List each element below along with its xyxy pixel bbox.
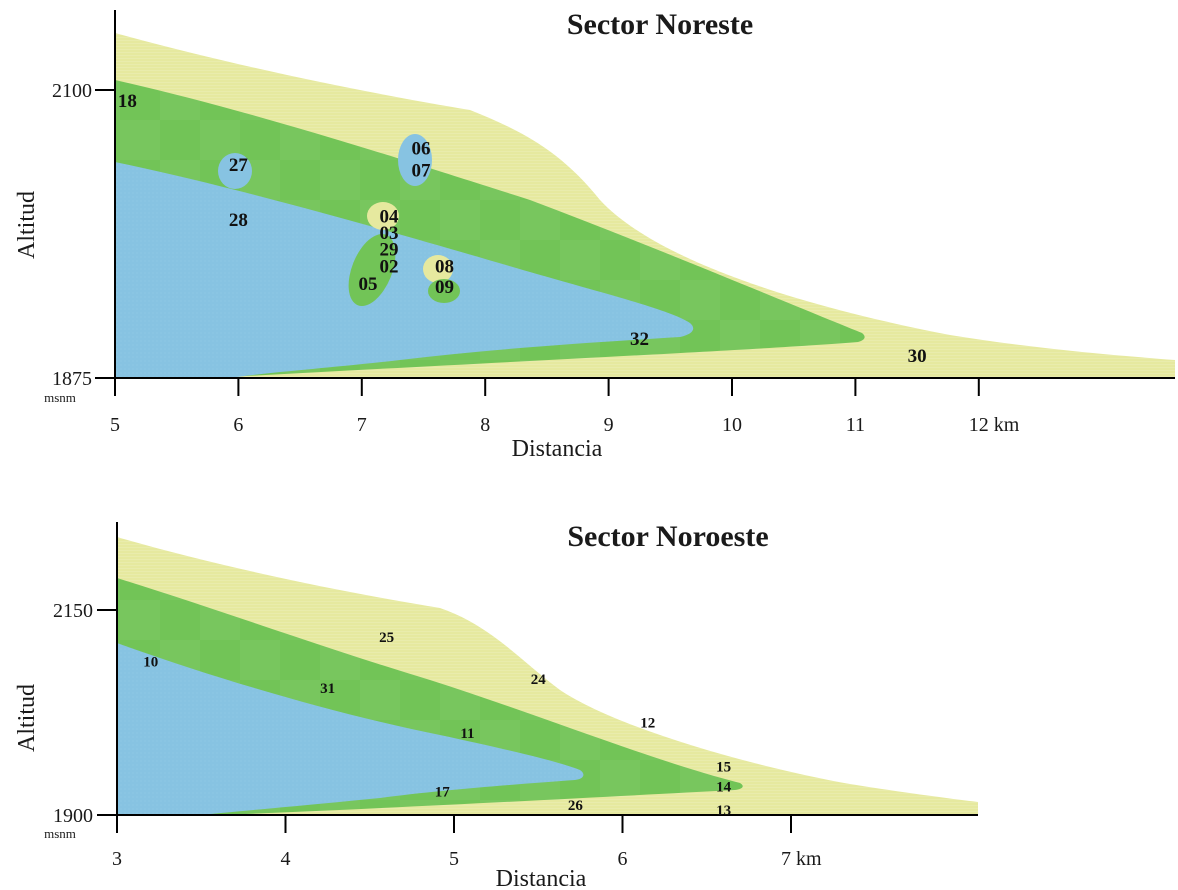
x-tick-label: 10 (722, 414, 742, 436)
yellow-lens-08 (423, 255, 453, 283)
site-label-02: 02 (379, 256, 398, 277)
site-label-15: 15 (716, 760, 731, 776)
x-tick-label: 6 (618, 848, 628, 870)
blue-lens-06-07 (398, 134, 432, 186)
x-tick-label: 8 (480, 414, 490, 436)
site-label-14: 14 (716, 779, 732, 795)
panel-sector-noroeste: Sector Noroeste Altitud Distancia 2150 1… (14, 520, 978, 890)
site-label-25: 25 (379, 630, 394, 646)
x-tick-marks (114, 378, 980, 396)
panel-title: Sector Noreste (567, 8, 753, 41)
y-tick-label-2150: 2150 (53, 600, 93, 622)
y-tick-label-2100: 2100 (52, 80, 92, 102)
site-label-24: 24 (531, 672, 547, 688)
y-unit-label: msnm (44, 826, 76, 841)
x-tick-label: 5 (110, 414, 120, 436)
panel-title: Sector Noroeste (567, 520, 768, 553)
site-label-05: 05 (358, 274, 377, 295)
site-label-29: 29 (379, 240, 398, 261)
x-tick-label: 4 (281, 848, 291, 870)
lower-zone-texture (117, 643, 584, 815)
x-axis-title: Distancia (496, 866, 587, 890)
y-tick-label-1875: 1875 (52, 368, 92, 390)
x-tick-label: 5 (449, 848, 459, 870)
green-lens-09 (428, 279, 460, 303)
x-tick-labels: 3 4 5 6 7 km (112, 848, 822, 870)
site-label-31: 31 (320, 681, 335, 697)
site-label-26: 26 (568, 798, 584, 814)
site-label-04: 04 (379, 206, 399, 227)
site-label-13: 13 (716, 803, 731, 819)
yellow-lens-04 (367, 202, 399, 230)
site-label-30: 30 (908, 346, 927, 367)
y-axis-title: Altitud (14, 684, 40, 752)
green-lens-02-05 (348, 233, 396, 307)
x-tick-label: 7 (357, 414, 367, 436)
lower-zone-texture (115, 162, 694, 378)
panel-sector-noreste: Sector Noreste Altitud Distancia 2100 18… (14, 8, 1175, 462)
site-label-27: 27 (229, 155, 249, 176)
y-axis-title: Altitud (14, 191, 40, 259)
x-axis-title: Distancia (512, 436, 603, 462)
site-label-03: 03 (379, 223, 398, 244)
site-label-06: 06 (412, 139, 431, 160)
site-label-18: 18 (118, 91, 137, 112)
site-labels: 10 25 24 31 12 11 15 14 17 26 13 (143, 630, 731, 819)
x-tick-label: 9 (604, 414, 614, 436)
x-tick-label: 7 km (781, 848, 822, 870)
site-label-12: 12 (640, 715, 655, 731)
site-label-32: 32 (630, 329, 649, 350)
x-tick-label: 6 (233, 414, 243, 436)
site-label-09: 09 (435, 277, 454, 298)
x-tick-label: 3 (112, 848, 122, 870)
site-label-10: 10 (143, 655, 158, 671)
site-label-08: 08 (435, 256, 454, 277)
y-tick-label-1900: 1900 (53, 805, 93, 827)
site-label-17: 17 (435, 784, 451, 800)
x-tick-marks (116, 815, 792, 833)
x-tick-label: 11 (846, 414, 865, 436)
x-tick-label: 12 km (969, 414, 1020, 436)
x-tick-labels: 5 6 7 8 9 10 11 12 km (110, 414, 1020, 436)
blue-lens-27 (218, 153, 252, 189)
site-label-28: 28 (229, 210, 248, 231)
site-label-07: 07 (412, 160, 432, 181)
site-label-11: 11 (460, 726, 474, 742)
y-unit-label: msnm (44, 390, 76, 405)
